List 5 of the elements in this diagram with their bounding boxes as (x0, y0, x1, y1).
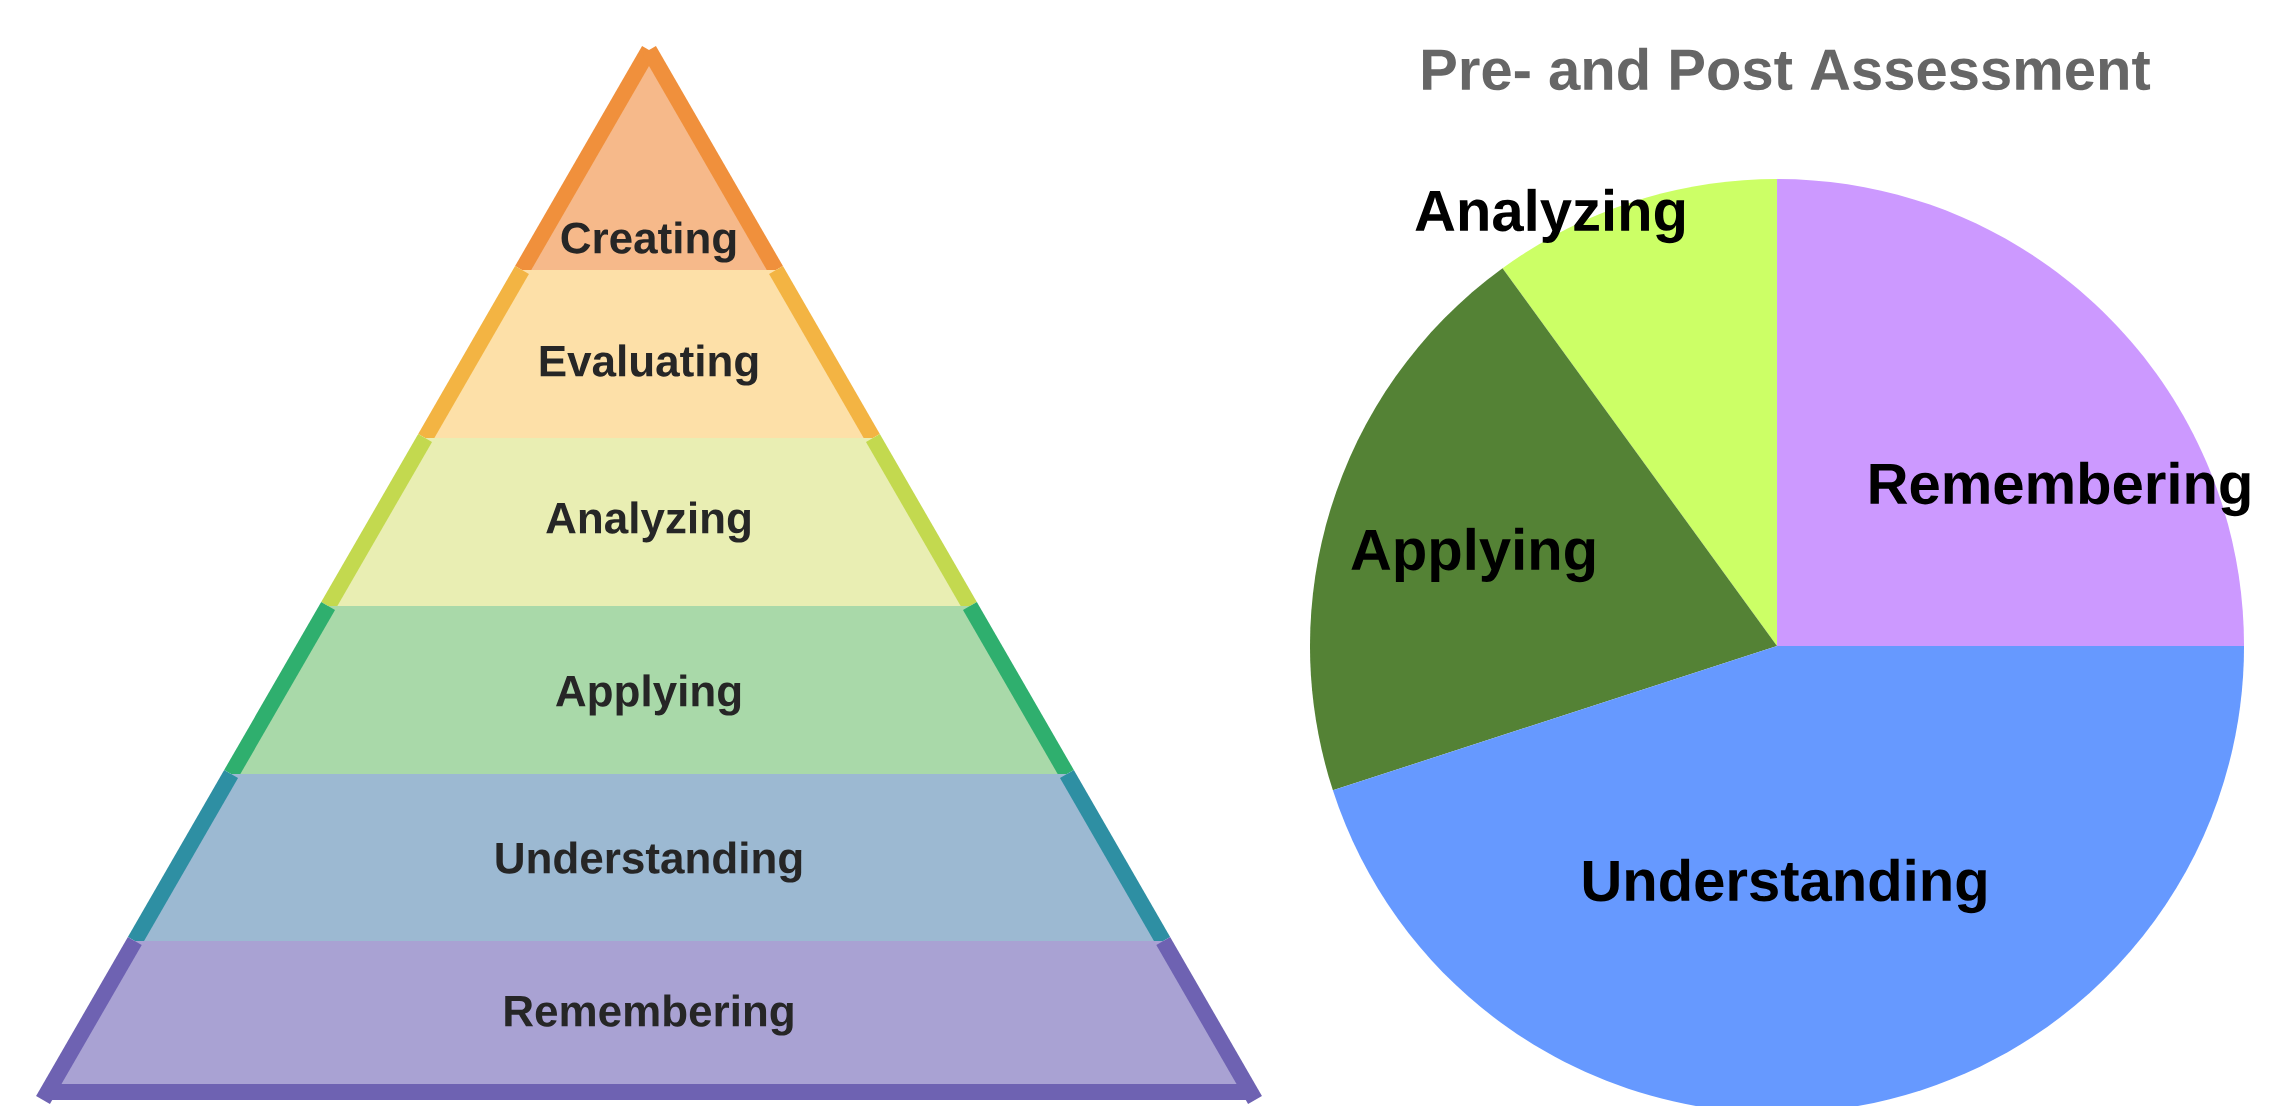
title: Pre- and Post Assessment (1423, 47, 2151, 91)
pie-slice: Understanding (1332, 646, 2245, 1106)
pie-slice: Remembering (1777, 179, 2250, 646)
pie-slice: Applying (1310, 268, 1777, 791)
pyramid-band: Remembering (36, 937, 1262, 1104)
